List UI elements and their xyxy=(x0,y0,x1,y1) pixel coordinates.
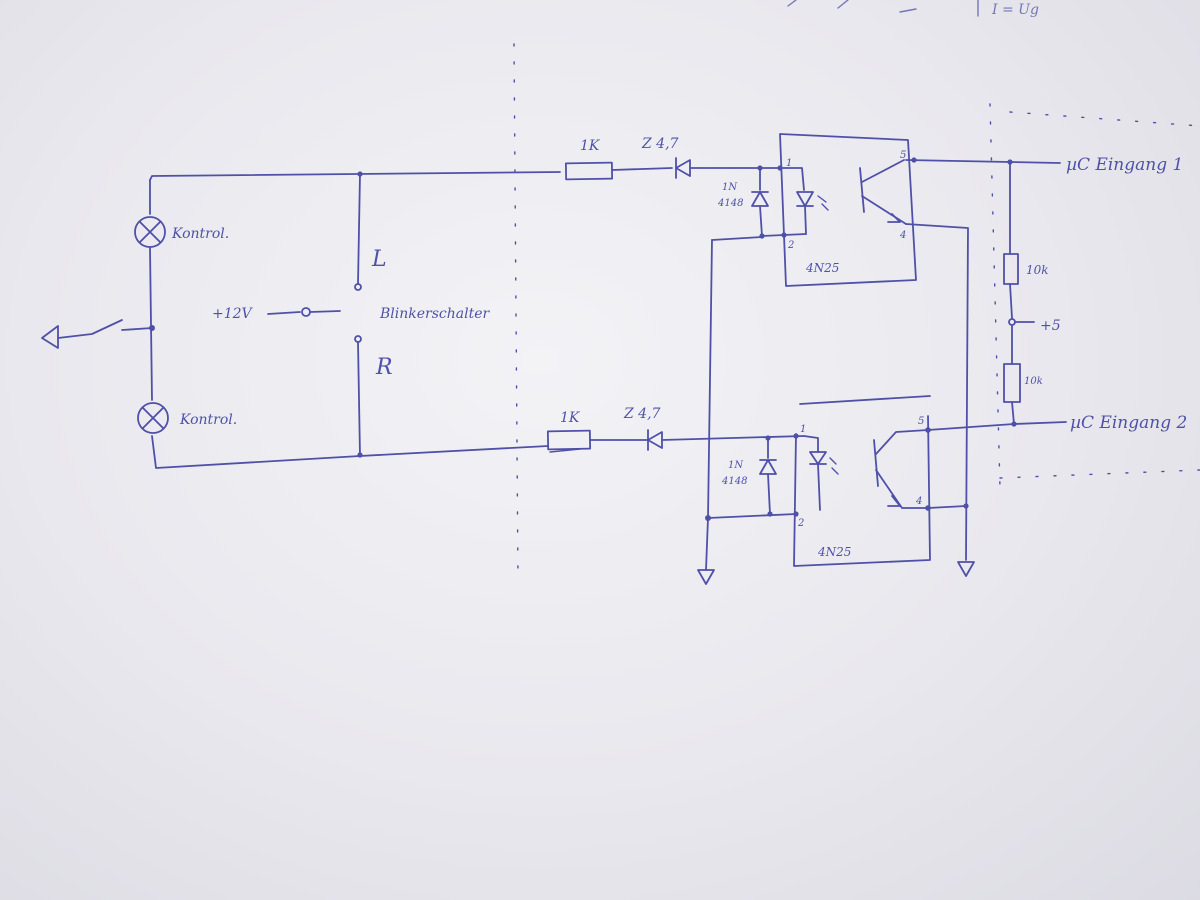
diode-bottom-label-b: 4148 xyxy=(721,476,747,487)
res-bottom-label: 1K xyxy=(560,410,581,426)
wire-left-middle xyxy=(149,247,153,401)
diode-bottom-label-a: 1N xyxy=(728,460,744,471)
output-2-label: µC Eingang 2 xyxy=(1070,413,1187,433)
pin-1-bottom: 1 xyxy=(800,424,806,435)
switch-r-lead xyxy=(357,341,361,457)
channel-top: 1K Z 4,7 1N 4148 xyxy=(564,133,1061,561)
opto-top-box xyxy=(779,133,917,287)
switch-label-left: L xyxy=(371,247,387,272)
left-section: Kontrol. Kontrol. L R +12V Blinkerschalt… xyxy=(41,171,561,469)
pin-4-bottom: 4 xyxy=(915,496,922,507)
pin-1-top: 1 xyxy=(786,158,792,169)
resistor-bottom xyxy=(546,429,592,451)
lamp-bottom xyxy=(137,402,169,434)
lamp-top xyxy=(134,216,166,248)
pin-2-bottom: 2 xyxy=(797,518,804,529)
zener-top-label: Z 4,7 xyxy=(641,136,679,152)
pin-2-top: 2 xyxy=(787,240,794,251)
switch-label-right: R xyxy=(375,355,393,380)
switch-l-contact xyxy=(354,283,362,291)
separator-dashed-bottom-right xyxy=(999,469,1200,479)
opto-top-transistor-icon xyxy=(859,159,907,225)
pin-5-bottom: 5 xyxy=(918,416,924,427)
pullup-top-label: 10k xyxy=(1026,263,1049,277)
wire-top-rail xyxy=(149,171,561,181)
top-scribble-text: I = Ug xyxy=(991,2,1039,18)
zener-bottom-label: Z 4,7 xyxy=(623,406,661,422)
wire-left-lower xyxy=(151,435,549,469)
zener-diode-top xyxy=(675,157,691,179)
switch-l-lead xyxy=(357,173,361,285)
resistor-pullup-top xyxy=(1003,253,1019,285)
lamp-top-icon xyxy=(134,216,166,248)
zener-diode-bottom xyxy=(647,429,663,451)
diode-top-label-a: 1N xyxy=(722,182,738,193)
supply-label: +12V xyxy=(212,306,254,322)
channel-bottom: 1K Z 4,7 1N 4148 xyxy=(546,395,1067,571)
lamp-top-label: Kontrol. xyxy=(171,226,229,242)
separator-dashed-left xyxy=(513,43,519,581)
switch-pivot xyxy=(301,307,311,317)
ground-left-icon xyxy=(41,319,155,349)
diode-1n4148-bottom xyxy=(759,459,777,475)
pullup-bottom-label: 10k xyxy=(1024,376,1043,387)
opto-bottom-bracket-top xyxy=(799,395,931,405)
lamp-bottom-label: Kontrol. xyxy=(179,412,237,428)
wire-top-to-gnd xyxy=(707,239,713,519)
opto-bottom-box xyxy=(793,415,931,567)
ground-bottom-left-icon xyxy=(697,569,715,585)
opto-top-led-icon xyxy=(796,191,829,211)
res-top-label: 1K xyxy=(580,138,601,154)
pin-5-top: 5 xyxy=(900,150,906,161)
switch-arm xyxy=(267,311,301,315)
diode-1n4148-top xyxy=(751,191,769,207)
opto-bottom-led-icon xyxy=(809,451,839,475)
top-scribbles: I = Ug xyxy=(787,0,1039,18)
plus5-label: +5 xyxy=(1040,318,1061,334)
opto-top-label: 4N25 xyxy=(805,261,839,275)
resistor-top xyxy=(564,161,614,181)
lamp-bottom-icon xyxy=(137,402,169,434)
diode-top-label-b: 4148 xyxy=(717,198,743,209)
pin-4-top: 4 xyxy=(899,230,906,241)
resistor-pullup-bottom xyxy=(1003,363,1021,403)
opto-bottom-transistor-icon xyxy=(873,429,929,509)
pullup-network: 10k +5 10k xyxy=(1003,161,1061,425)
separator-dashed-top-right xyxy=(1009,111,1200,127)
opto-bottom-label: 4N25 xyxy=(817,545,851,559)
ground-bottom-right-icon xyxy=(957,561,975,577)
output-1-label: µC Eingang 1 xyxy=(1066,155,1183,175)
switch-name-label: Blinkerschalter xyxy=(379,306,490,322)
